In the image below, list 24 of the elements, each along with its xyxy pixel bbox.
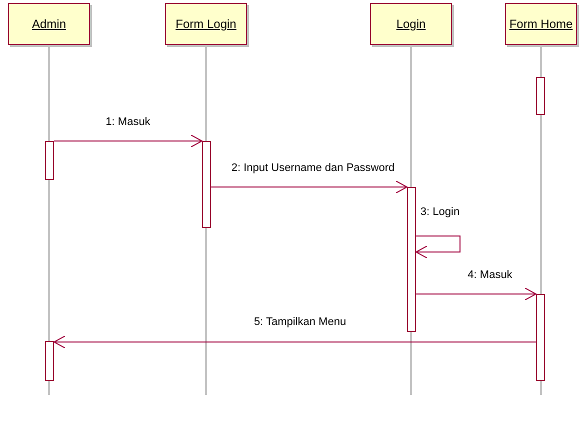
message-label: 2: Input Username dan Password [230, 162, 396, 174]
object-name: Form Home [509, 17, 573, 31]
activation-bar [407, 187, 416, 332]
message-label: 3: Login [419, 206, 461, 218]
self-message-arrow [416, 236, 460, 258]
message-arrow [54, 336, 536, 348]
lifeline-header-box [505, 3, 577, 45]
message-label: 1: Masuk [104, 116, 152, 128]
message-label: 4: Masuk [466, 269, 514, 281]
object-name: Login [396, 17, 426, 31]
activation-bar [536, 294, 545, 381]
message-label: 5: Tampilkan Menu [252, 316, 348, 328]
object-name: Admin [32, 17, 66, 31]
activation-bar [536, 77, 545, 115]
activation-bar [45, 341, 54, 381]
message-arrow [210, 180, 408, 194]
message-arrow [54, 134, 202, 148]
activation-bar [202, 141, 211, 228]
lifeline-header-box [8, 3, 90, 45]
lifeline-header-box [370, 3, 452, 45]
lifeline-header-box [165, 3, 247, 45]
message-arrow [416, 288, 536, 300]
object-name: Form Login [176, 17, 236, 31]
activation-bar [45, 141, 54, 180]
